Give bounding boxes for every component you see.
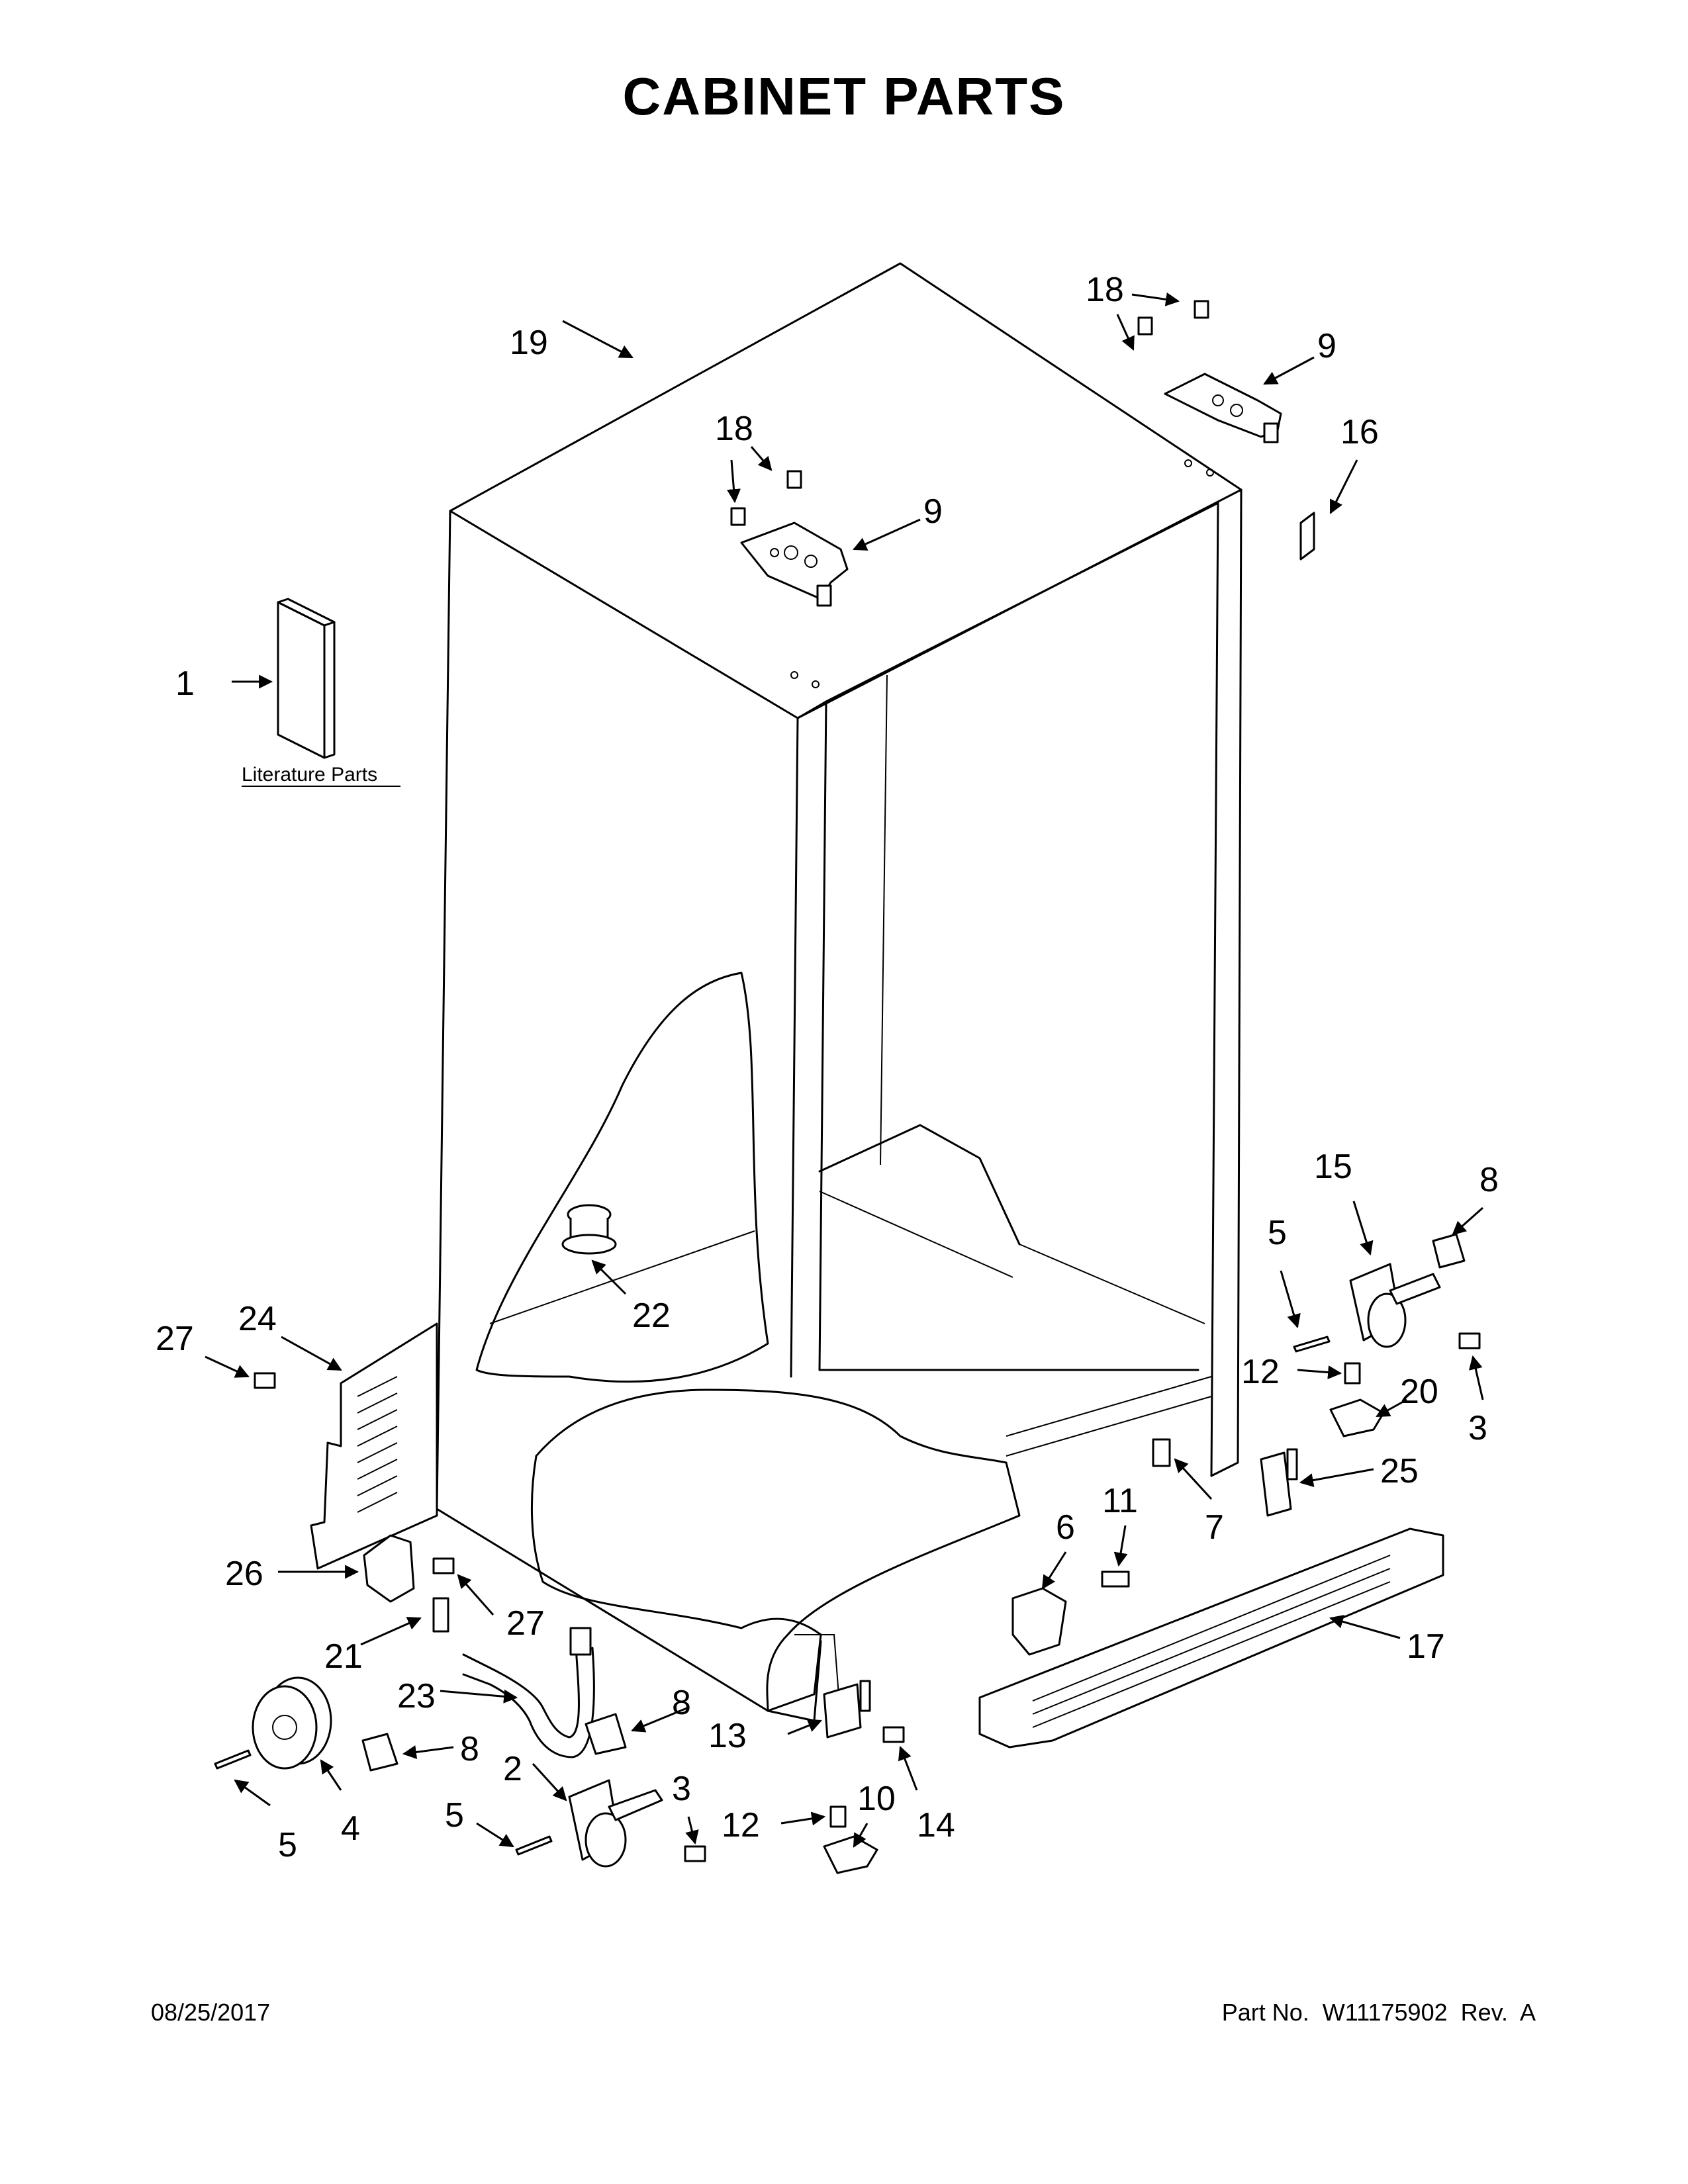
axle-pin-shape [214,1749,252,1770]
callout-3-right: 3 [1468,1409,1487,1447]
leveling-bracket-post [859,1680,871,1712]
roller-assembly-right-shape [1349,1263,1441,1348]
screw-shape-4 [1458,1332,1481,1349]
screw-shape-2 [432,1557,455,1574]
footer-date: 08/25/2017 [151,1999,271,2026]
hinge-bracket-shape [1260,1451,1292,1517]
screw-shape-7 [1344,1362,1361,1385]
callout-5-right: 5 [1268,1214,1287,1252]
drain-tube-end [569,1627,592,1656]
callout-6: 6 [1056,1508,1075,1547]
callout-24: 24 [238,1300,277,1338]
screw-shape-5 [882,1726,905,1743]
pad-shape-3 [1432,1233,1466,1269]
roller-wheel-shape [252,1676,332,1770]
bracket-shape [363,1534,415,1603]
drain-tube-shape [462,1647,580,1739]
callout-19: 19 [510,324,548,362]
callout-17: 17 [1407,1627,1445,1666]
page-title: CABINET PARTS [622,67,1066,126]
callout-25: 25 [1380,1452,1419,1490]
literature-parts-label: Literature Parts [242,764,377,786]
callout-16: 16 [1340,413,1379,451]
callout-5-mid: 5 [445,1796,464,1835]
base-grille-shape [978,1527,1444,1749]
callout-11: 11 [1102,1482,1138,1520]
top-hinge-left-shape [730,470,849,607]
callout-8-mid: 8 [672,1684,691,1722]
callout-arrows [205,292,1484,1848]
axle-pin-shape-2 [515,1835,553,1856]
callout-8-right: 8 [1479,1161,1499,1199]
callout-10: 10 [857,1780,896,1818]
callout-12-left: 12 [722,1806,760,1844]
roller-assembly-left-shape [568,1779,663,1868]
footer-part-number: Part No. W11175902 Rev. A [1221,1999,1536,2026]
callout-7: 7 [1205,1508,1224,1547]
callout-20: 20 [1400,1373,1438,1411]
callout-8-left: 8 [460,1730,479,1768]
callout-26: 26 [225,1555,263,1593]
pin-shape [1299,512,1315,561]
screw-shape [254,1372,276,1389]
cam-shape-2 [1329,1398,1385,1437]
callout-1: 1 [175,664,195,703]
callout-12-right: 12 [1241,1353,1280,1391]
callout-13: 13 [708,1717,747,1755]
pad-shape [361,1733,399,1772]
callout-14: 14 [917,1806,955,1844]
clip-bracket-shape [1011,1587,1067,1656]
callout-3: 3 [672,1770,691,1808]
callout-2: 2 [503,1750,522,1788]
callout-18-right: 18 [1086,271,1124,309]
fastener-shape [432,1597,449,1633]
pad-shape-2 [585,1713,627,1755]
callout-27-left: 27 [156,1320,194,1358]
hinge-bracket-pin [1286,1448,1298,1480]
literature-parts-shape [277,598,336,759]
callout-15: 15 [1314,1148,1352,1186]
callout-9-right: 9 [1317,327,1336,365]
screw-shape-3 [684,1845,706,1862]
rear-grille-shape [310,1322,438,1570]
callout-18-left: 18 [715,410,753,448]
callout-4: 4 [341,1809,360,1848]
callout-27-mid: 27 [506,1604,545,1643]
callout-23: 23 [397,1677,436,1715]
callout-22: 22 [632,1297,671,1335]
axle-pin-shape-3 [1293,1336,1331,1353]
drain-fitting-shape [561,1204,617,1255]
callout-9-left: 9 [923,492,943,531]
cam-shape [823,1835,878,1874]
callout-5: 5 [278,1826,297,1864]
callout-labels: 1 2 3 3 4 5 5 5 6 7 8 8 8 9 9 10 11 12 1… [156,271,1499,1864]
screw-shape-6 [829,1805,847,1828]
top-hinge-right-shape [1137,300,1282,443]
callout-21: 21 [324,1637,363,1676]
leveling-bracket-shape [823,1683,862,1739]
clip-shape [1152,1438,1171,1467]
screw-shape-8 [1101,1570,1130,1588]
